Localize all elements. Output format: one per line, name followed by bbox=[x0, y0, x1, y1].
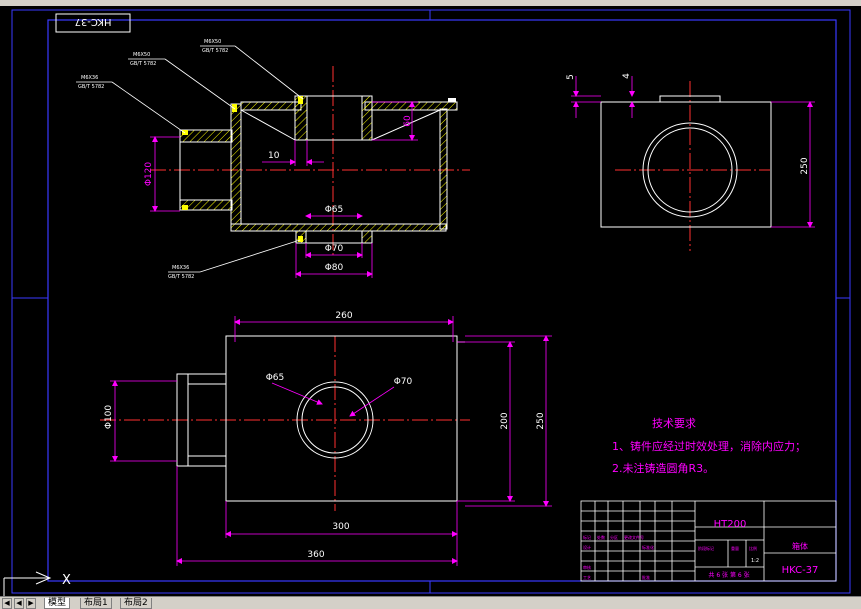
dim-4: 4 bbox=[622, 73, 632, 79]
tb-material: HT200 bbox=[714, 519, 747, 530]
drawing-canvas[interactable]: HKC-37 bbox=[0, 6, 861, 596]
tb-cell-1: 处数 bbox=[597, 534, 605, 540]
tb-drawing-no: HKC-37 bbox=[782, 565, 819, 576]
tab-layout-2[interactable]: 布局2 bbox=[120, 598, 152, 609]
dim-d80: Φ80 bbox=[325, 263, 344, 273]
dim-250-side: 250 bbox=[800, 157, 810, 174]
dim-260: 260 bbox=[335, 311, 352, 321]
dim-300: 300 bbox=[332, 522, 349, 532]
dim-d70-top: Φ70 bbox=[394, 377, 413, 387]
front-dimensions bbox=[150, 101, 418, 278]
tb-part-name: 箱体 bbox=[792, 541, 808, 551]
flipped-title-box bbox=[55, 13, 131, 33]
flipped-title: HKC-37 bbox=[75, 16, 112, 27]
tab-nav-next-icon[interactable]: ▶ bbox=[26, 598, 36, 609]
ucs-x-label: X bbox=[62, 573, 71, 588]
title-block bbox=[580, 500, 837, 582]
top-dimensions bbox=[110, 316, 552, 566]
dim-d120: Φ120 bbox=[144, 162, 154, 187]
dim-200: 200 bbox=[500, 412, 510, 429]
tb-cell-4: 设计 bbox=[583, 544, 591, 550]
dim-60: 60 bbox=[403, 115, 413, 127]
dim-250-top: 250 bbox=[536, 412, 546, 429]
tech-line-2: 2.未注铸造圆角R3。 bbox=[612, 461, 714, 475]
layout-tabs: ◀ ◀ ▶ 模型 布局1 布局2 bbox=[0, 596, 861, 609]
tb-cell-11: 比例 bbox=[749, 545, 757, 551]
dim-d65-top: Φ65 bbox=[266, 373, 285, 383]
callout-gb-left: GB/T 5782 bbox=[78, 84, 104, 90]
tb-sheets: 共 6 张 第 6 张 bbox=[708, 571, 749, 579]
side-dimensions bbox=[571, 76, 815, 228]
dim-d70-front: Φ70 bbox=[325, 244, 344, 254]
dim-10: 10 bbox=[268, 151, 280, 161]
tab-model[interactable]: 模型 bbox=[44, 598, 71, 609]
dim-d65-front: Φ65 bbox=[325, 205, 344, 215]
tech-heading: 技术要求 bbox=[652, 417, 696, 430]
tb-cell-3: 更改文件号 bbox=[624, 534, 644, 540]
toolbar-strip bbox=[0, 0, 861, 6]
callout-gb-bottom: GB/T 5782 bbox=[168, 274, 194, 280]
tab-layout-1[interactable]: 布局1 bbox=[80, 598, 112, 609]
callout-m6x50-mid: M6X50 bbox=[133, 52, 150, 58]
side-view bbox=[600, 81, 772, 251]
callout-m6x50-top: M6X50 bbox=[204, 39, 221, 45]
dim-5: 5 bbox=[566, 74, 576, 80]
inner-frame bbox=[47, 19, 837, 582]
tb-cell-8: 批准 bbox=[642, 574, 650, 580]
callout-gb-mid: GB/T 5782 bbox=[130, 61, 156, 67]
callout-m6x36-bottom: M6X36 bbox=[172, 265, 189, 271]
callout-m6x36-left: M6X36 bbox=[81, 75, 98, 81]
tab-nav-first-icon[interactable]: ◀ bbox=[2, 598, 12, 609]
tb-cell-6: 审核 bbox=[583, 564, 591, 570]
front-section-view bbox=[76, 45, 470, 273]
tb-cell-10: 重量 bbox=[731, 545, 739, 551]
dim-d100: Φ100 bbox=[104, 405, 114, 430]
ucs-icon: X bbox=[3, 571, 71, 596]
tb-scale: 1:2 bbox=[751, 558, 759, 564]
tb-cell-7: 工艺 bbox=[583, 575, 591, 580]
callout-gb-top: GB/T 5782 bbox=[202, 48, 228, 54]
tab-nav-prev-icon[interactable]: ◀ bbox=[14, 598, 24, 609]
dim-360: 360 bbox=[307, 550, 324, 560]
tech-line-1: 1、铸件应经过时效处理，消除内应力； bbox=[612, 439, 806, 453]
tb-cell-2: 分区 bbox=[610, 534, 618, 540]
top-view bbox=[100, 335, 470, 511]
tb-cell-9: 阶段标记 bbox=[698, 545, 714, 551]
outer-frame bbox=[11, 9, 851, 594]
tb-cell-5: 标准化 bbox=[642, 544, 654, 550]
tb-cell-0: 标记 bbox=[583, 534, 591, 540]
